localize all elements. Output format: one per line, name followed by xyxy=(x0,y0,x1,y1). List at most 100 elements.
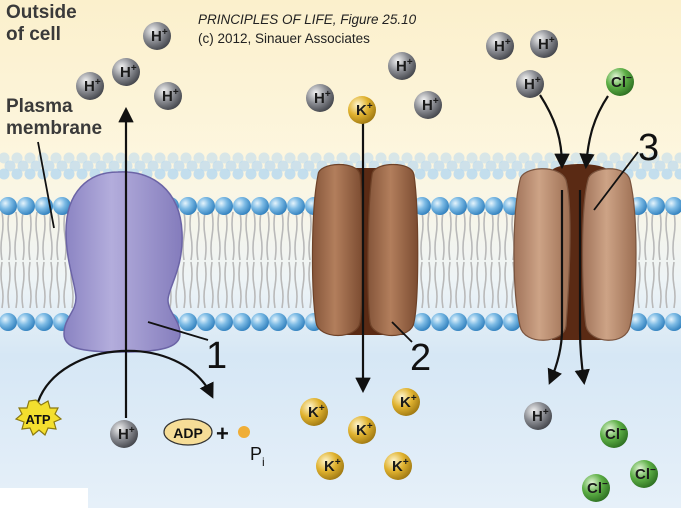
hydrogen-ion: H+ xyxy=(516,70,544,98)
lipid-head-back xyxy=(43,160,55,172)
hydrogen-ion-sphere xyxy=(486,32,514,60)
lipid-head-back xyxy=(609,152,621,164)
chloride-ion-sphere xyxy=(582,474,610,502)
lipid-head-back xyxy=(453,168,465,180)
hydrogen-ion: H+ xyxy=(76,72,104,100)
chloride-channel-left-lobe xyxy=(513,168,571,341)
potassium-ion: K+ xyxy=(384,452,412,480)
lipid-head-back xyxy=(427,152,439,164)
figure-credit-line2: (c) 2012, Sinauer Associates xyxy=(198,31,370,46)
lipid-head-back xyxy=(667,160,679,172)
lipid-tail xyxy=(644,211,648,309)
lipid-head-inner xyxy=(251,313,269,331)
lipid-head-back xyxy=(271,152,283,164)
lipid-head-back xyxy=(498,160,510,172)
pi-subscript: i xyxy=(262,455,265,469)
lipid-tail xyxy=(203,211,207,309)
lipid-head-back xyxy=(641,160,653,172)
lipid-head-back xyxy=(427,168,439,180)
atp-starburst xyxy=(14,399,63,436)
lipid-tail xyxy=(266,211,270,309)
lipid-head-back xyxy=(518,152,530,164)
lipid-head-back xyxy=(661,152,673,164)
lipid-tail xyxy=(301,211,305,309)
lipid-tail xyxy=(35,211,39,309)
lipid-head-back xyxy=(628,160,640,172)
potassium-channel-left-lobe xyxy=(311,163,363,336)
lipid-tail xyxy=(217,211,221,309)
lipid-head-back xyxy=(102,152,114,164)
membrane-label-line2: membrane xyxy=(6,118,102,139)
chloride-ion: Cl− xyxy=(630,460,658,488)
lipid-head-back xyxy=(459,160,471,172)
hydrogen-ion: H+ xyxy=(388,52,416,80)
lipid-head-back xyxy=(511,160,523,172)
lipid-tail xyxy=(651,211,655,309)
lipid-head-back xyxy=(258,168,270,180)
potassium-channel xyxy=(311,163,419,336)
lipid-head-back xyxy=(375,152,387,164)
lipid-head-back xyxy=(420,160,432,172)
chloride-ion-sphere xyxy=(630,460,658,488)
lipid-tail xyxy=(665,211,669,309)
lipid-head-inner xyxy=(467,313,485,331)
adp-label: ADP xyxy=(173,425,203,441)
lipid-head-back xyxy=(479,152,491,164)
lipid-head-back xyxy=(648,152,660,164)
lipid-head-back xyxy=(199,160,211,172)
lipid-head-back xyxy=(635,152,647,164)
lipid-head-outer xyxy=(647,197,665,215)
callout-number-1: 1 xyxy=(206,335,227,377)
lipid-tail xyxy=(469,211,473,309)
potassium-ion-sphere xyxy=(384,452,412,480)
callout-number-3: 3 xyxy=(638,127,659,169)
lipid-head-back xyxy=(50,168,62,180)
hydrogen-ion: H+ xyxy=(112,58,140,86)
lipid-head-inner xyxy=(269,313,287,331)
hydrogen-ion-sphere xyxy=(306,84,334,112)
lipid-head-inner xyxy=(629,313,647,331)
lipid-head-inner xyxy=(431,313,449,331)
lipid-head-back xyxy=(505,168,517,180)
hydrogen-ion: H+ xyxy=(530,30,558,58)
corner-patch xyxy=(0,488,88,508)
lipid-head-back xyxy=(251,160,263,172)
transport-arrows xyxy=(36,94,609,418)
chloride-ion: Cl− xyxy=(600,420,628,448)
potassium-ion-sphere xyxy=(392,388,420,416)
lipid-head-outer xyxy=(197,197,215,215)
lipid-head-back xyxy=(388,152,400,164)
hydrogen-ion-sphere xyxy=(530,30,558,58)
lipid-head-back xyxy=(297,152,309,164)
lipid-tail xyxy=(294,211,298,309)
lipid-head-back xyxy=(615,160,627,172)
lipid-head-back xyxy=(277,160,289,172)
pi-label: P xyxy=(250,444,262,464)
lipid-head-back xyxy=(17,160,29,172)
lipid-head-inner xyxy=(35,313,53,331)
hydrogen-ion: H+ xyxy=(306,84,334,112)
proton-pump xyxy=(63,171,183,353)
hydrogen-ion-sphere xyxy=(516,70,544,98)
lipid-head-inner xyxy=(413,313,431,331)
lipid-head-inner xyxy=(215,313,233,331)
proton-out-arrow xyxy=(547,190,564,385)
lipid-head-back xyxy=(0,168,10,180)
potassium-ion: K+ xyxy=(348,96,376,124)
lipid-head-back xyxy=(440,168,452,180)
lipid-head-back xyxy=(180,168,192,180)
lipid-tail xyxy=(182,211,186,309)
lipid-head-outer xyxy=(485,197,503,215)
lipid-head-inner xyxy=(503,313,521,331)
ions: H+H+H+H+H+K+H+H+H+H+H+Cl−H+K+K+K+K+K+H+C… xyxy=(76,22,658,502)
adp-oval xyxy=(163,418,213,446)
lipid-head-back xyxy=(63,168,75,180)
lipid-head-inner xyxy=(287,313,305,331)
lipid-tail xyxy=(42,211,46,309)
lipid-head-outer xyxy=(467,197,485,215)
lipid-tail xyxy=(238,211,242,309)
hydrogen-ion: H+ xyxy=(110,420,138,448)
lipid-head-back xyxy=(674,152,681,164)
hydrogen-ion-sphere xyxy=(143,22,171,50)
lipid-tail xyxy=(273,211,277,309)
